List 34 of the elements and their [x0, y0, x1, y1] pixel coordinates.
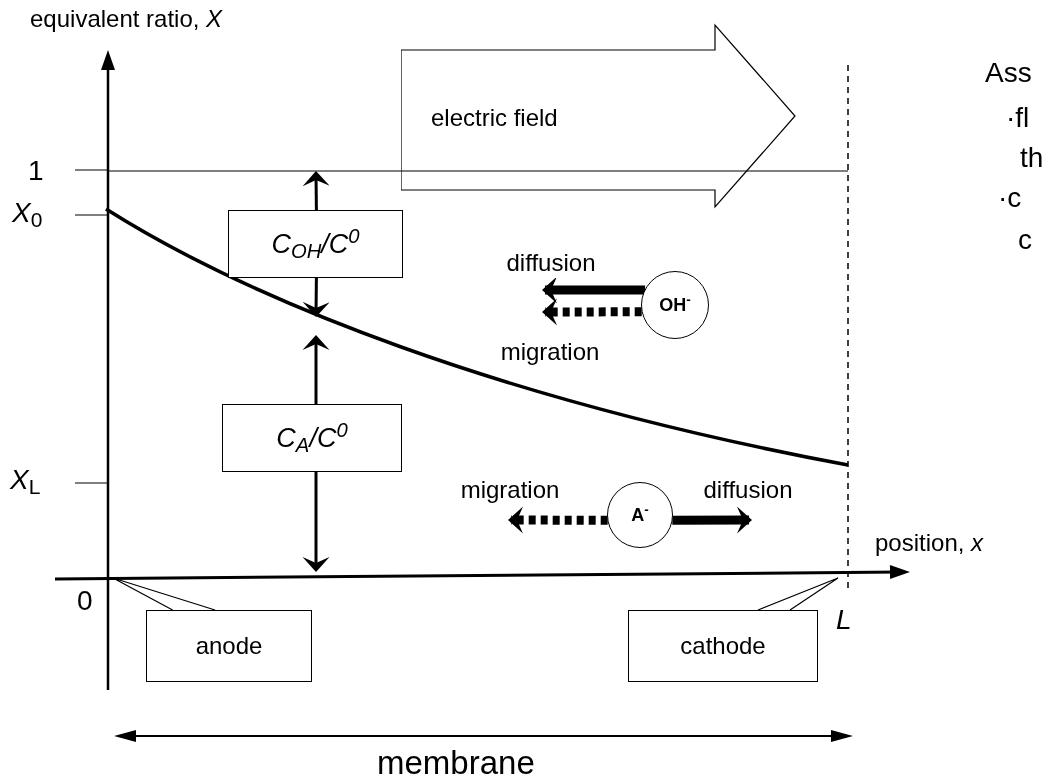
axis-label: c [1018, 223, 1032, 257]
node-label: electric field [431, 104, 558, 131]
arrow [302, 171, 330, 210]
leader-line [757, 577, 839, 611]
axis-label: Ass [985, 56, 1032, 90]
node-label: C$_{OH}$/C$^{0}$ [271, 223, 360, 264]
node-label: cathode [680, 631, 766, 661]
axis-label: X$_{0}$ [12, 196, 43, 230]
axis-label: 1 [28, 154, 44, 188]
axis-label: L [836, 603, 852, 637]
node-label: anode [195, 631, 263, 661]
leader-line [112, 577, 216, 611]
callout-box [146, 610, 312, 682]
arrow [302, 472, 330, 572]
ratio-box [228, 210, 403, 278]
axis-label: position, x [875, 528, 984, 558]
callout-box [628, 610, 818, 682]
node-label: A$^{-}$ [631, 501, 649, 527]
arrow [542, 276, 646, 304]
arrow [542, 298, 642, 326]
axis-label: membrane [377, 743, 535, 781]
axis-label: th [1020, 141, 1044, 175]
axis-label: X$_{L}$ [10, 463, 41, 497]
ratio-box [222, 404, 402, 472]
arrow [302, 335, 330, 404]
arrow [672, 506, 752, 534]
arrow [508, 506, 608, 534]
arrow [302, 278, 330, 317]
axis-label: equivalent ratio, X [30, 4, 223, 34]
axis-label: ·fl [1006, 101, 1030, 135]
node-label: OH$^{-}$ [659, 291, 691, 317]
axis-label: 0 [77, 584, 93, 618]
axis-label: ·c [998, 181, 1022, 215]
node-label: C$_{A}$/C$^{0}$ [276, 417, 348, 458]
